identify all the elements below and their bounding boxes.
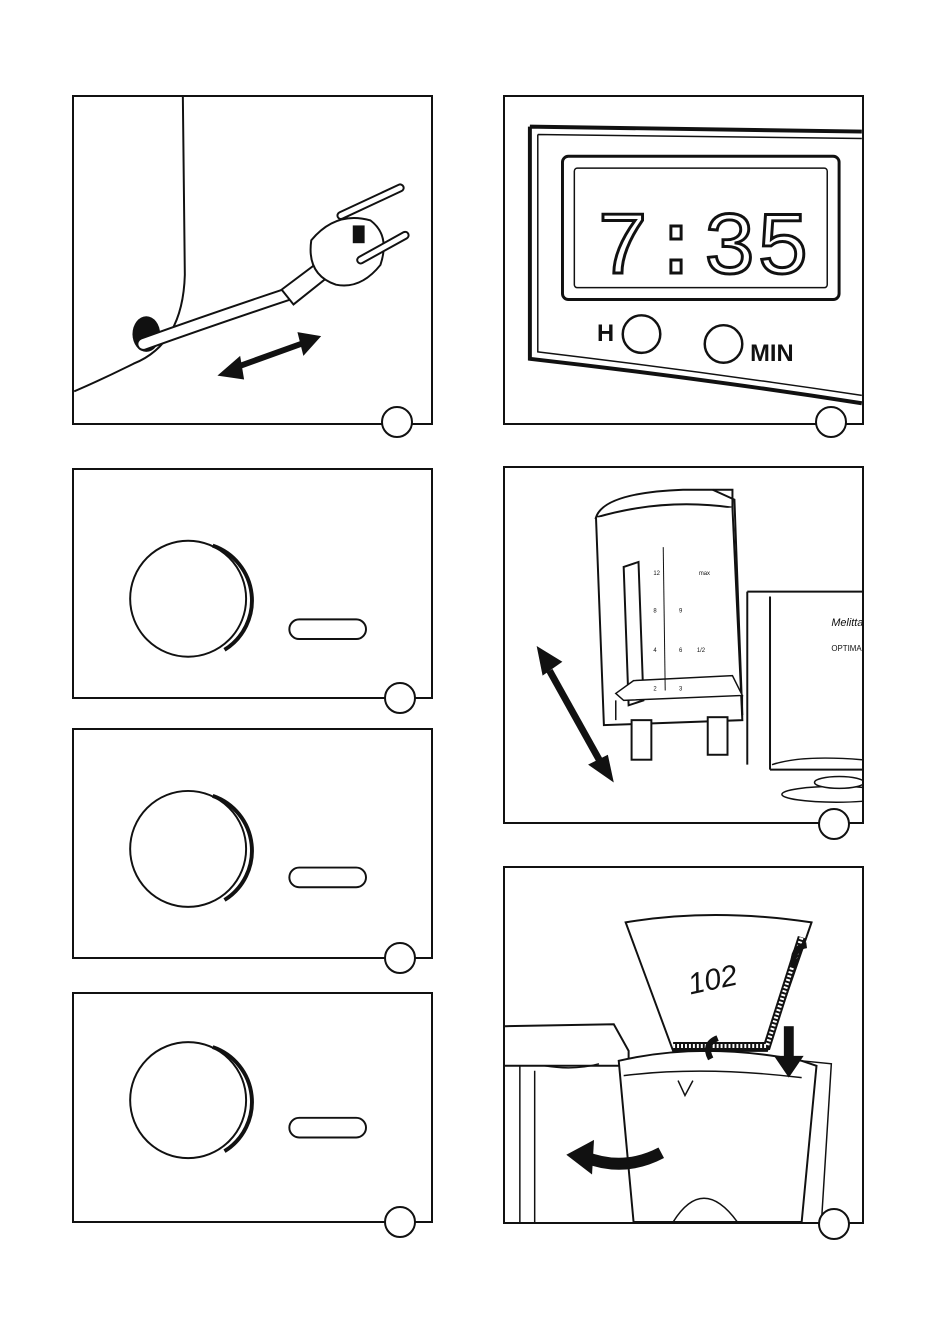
panel-plug	[72, 95, 433, 425]
minute-label: MIN	[750, 341, 793, 367]
scale-max: max	[699, 571, 710, 577]
water-tank-illustration: Melitta OPTIMA 12 max 8 9 4 6 1/2 2 3	[505, 468, 862, 822]
indicator-slot	[289, 1118, 366, 1138]
double-arrow-icon	[217, 332, 321, 379]
step-badge-3	[384, 682, 416, 714]
scale-half: 1/2	[697, 648, 705, 654]
step-badge-4	[384, 942, 416, 974]
hour-button[interactable]	[623, 315, 661, 353]
step-badge-2	[815, 406, 847, 438]
panel-water-tank: Melitta OPTIMA 12 max 8 9 4 6 1/2 2 3	[503, 466, 864, 824]
indicator-slot	[289, 868, 366, 888]
panel-filter: 102	[503, 866, 864, 1224]
panel-switch-1	[72, 468, 433, 699]
scale-2: 2	[653, 686, 656, 692]
filter-illustration: 102	[505, 868, 862, 1222]
switch-illustration-1	[74, 470, 431, 697]
step-badge-5	[384, 1206, 416, 1238]
brand-model: OPTIMA	[831, 644, 862, 653]
power-switch-button[interactable]	[130, 791, 246, 907]
step-badge-7	[818, 1208, 850, 1240]
minute-button[interactable]	[705, 325, 743, 363]
brand-script: Melitta	[831, 617, 862, 629]
panel-clock: 7:35 H MIN	[503, 95, 864, 425]
power-switch-button[interactable]	[130, 541, 246, 657]
step-badge-1	[381, 406, 413, 438]
step-badge-6	[818, 808, 850, 840]
plug-illustration	[74, 97, 431, 423]
clock-illustration: 7:35 H MIN	[505, 97, 862, 423]
clock-time: 7:35	[596, 199, 809, 300]
switch-illustration-3	[74, 994, 431, 1221]
panel-switch-3	[72, 992, 433, 1223]
panel-switch-2	[72, 728, 433, 959]
scale-12: 12	[653, 571, 660, 577]
power-switch-button[interactable]	[130, 1042, 246, 1158]
plug-icon	[282, 188, 405, 305]
hour-label: H	[597, 321, 614, 347]
switch-illustration-2	[74, 730, 431, 957]
indicator-slot	[289, 619, 366, 639]
